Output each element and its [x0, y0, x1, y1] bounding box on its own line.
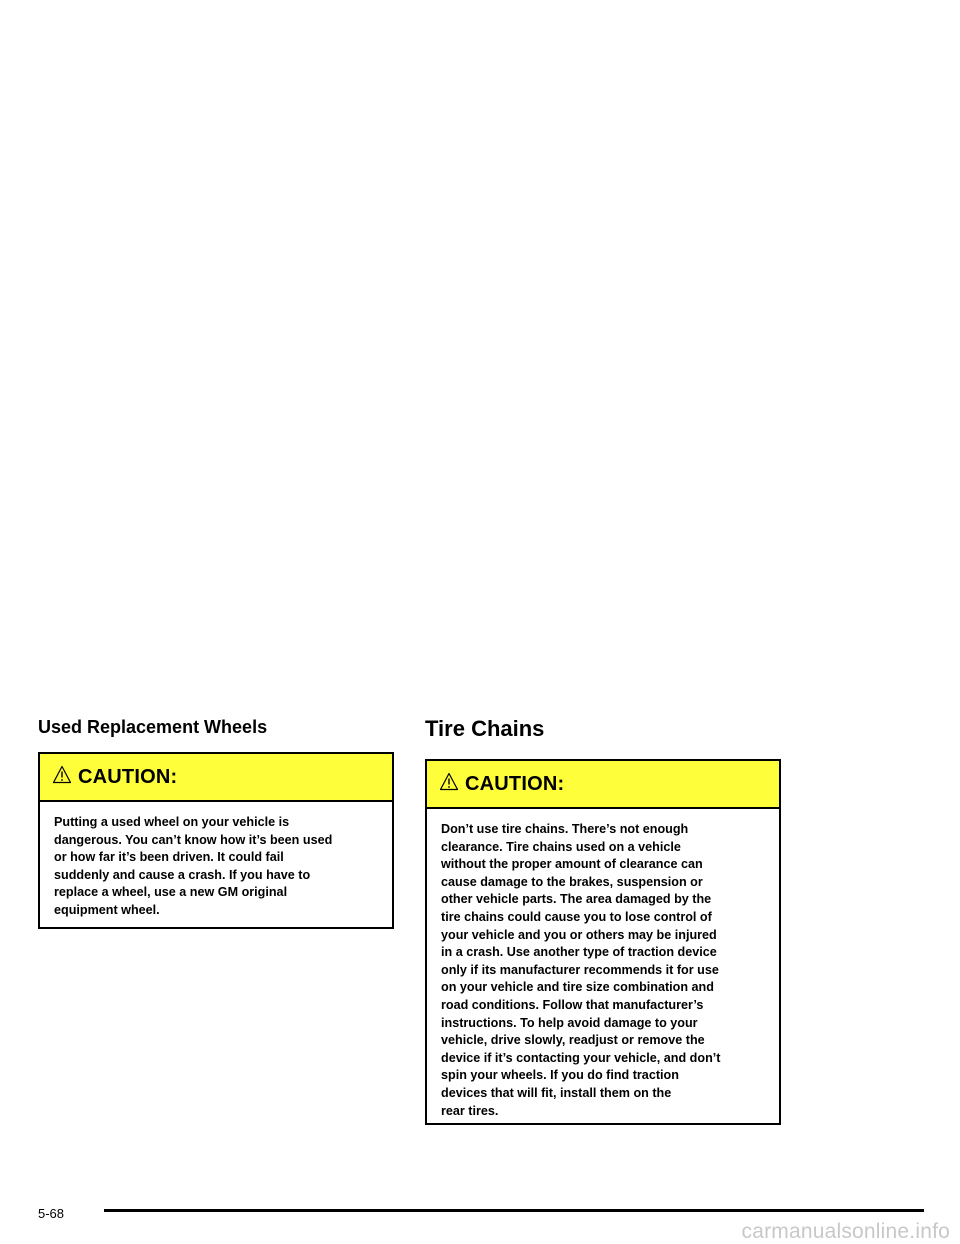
caution-box-used-wheels: CAUTION: Putting a used wheel on your ve… — [38, 752, 394, 929]
footer-rule — [104, 1209, 924, 1212]
caution-text: Don’t use tire chains. There’s not enoug… — [441, 822, 721, 1118]
caution-header: CAUTION: — [40, 754, 392, 802]
caution-label: CAUTION: — [78, 765, 178, 788]
caution-label: CAUTION: — [465, 772, 565, 795]
watermark: carmanualsonline.info — [741, 1220, 950, 1243]
caution-box-tire-chains: CAUTION: Don’t use tire chains. There’s … — [425, 759, 781, 1125]
warning-triangle-icon — [439, 772, 459, 790]
section-heading-tire-chains: Tire Chains — [425, 716, 545, 741]
section-heading-used-replacement-wheels: Used Replacement Wheels — [38, 717, 268, 737]
caution-header: CAUTION: — [427, 761, 779, 809]
caution-text: Putting a used wheel on your vehicle is … — [54, 815, 333, 917]
page-number: 5-68 — [38, 1206, 65, 1221]
warning-triangle-icon — [52, 765, 72, 783]
